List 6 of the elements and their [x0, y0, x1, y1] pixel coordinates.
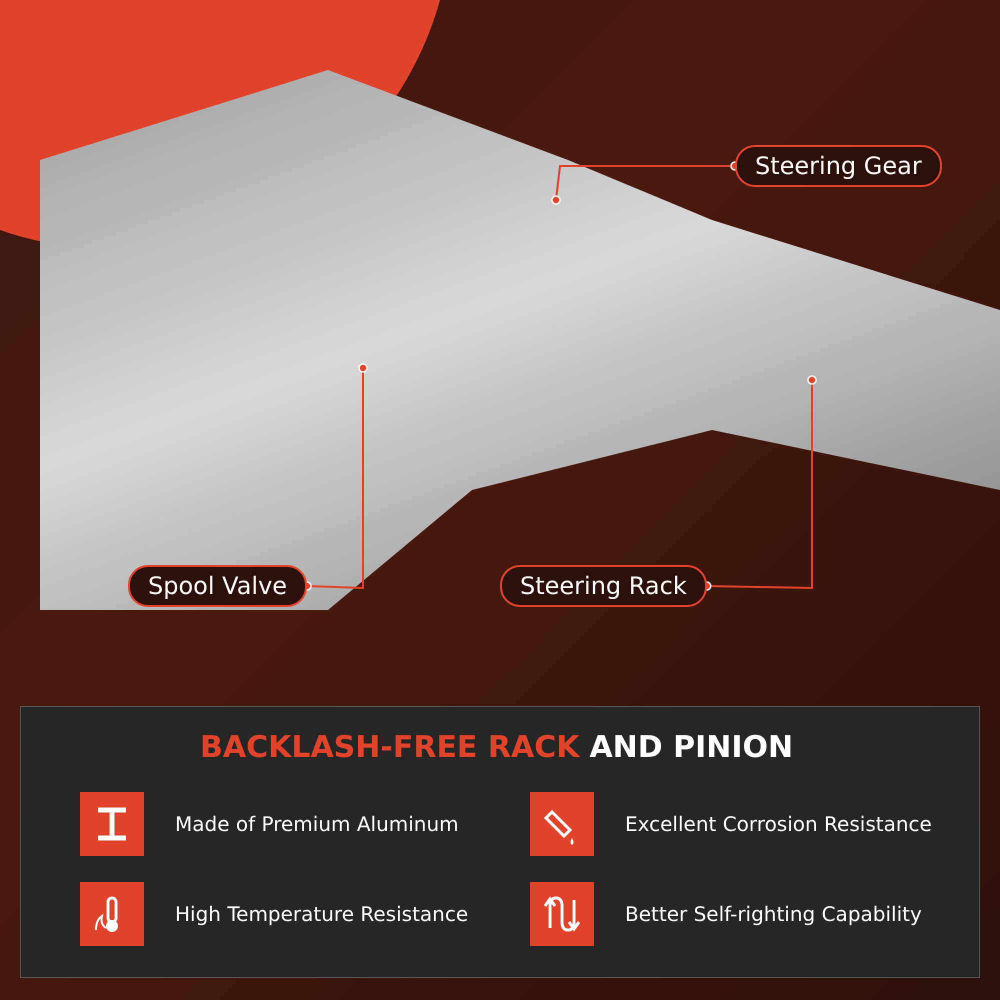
- feature-text: Better Self-righting Capability: [625, 902, 922, 926]
- feature-text: High Temperature Resistance: [175, 902, 468, 926]
- feature-text: Excellent Corrosion Resistance: [625, 812, 932, 836]
- feature-text: Made of Premium Aluminum: [175, 812, 459, 836]
- panel-heading: AND PINION: [589, 730, 794, 765]
- panel-heading: BACKLASH-FREE RACK: [200, 730, 580, 765]
